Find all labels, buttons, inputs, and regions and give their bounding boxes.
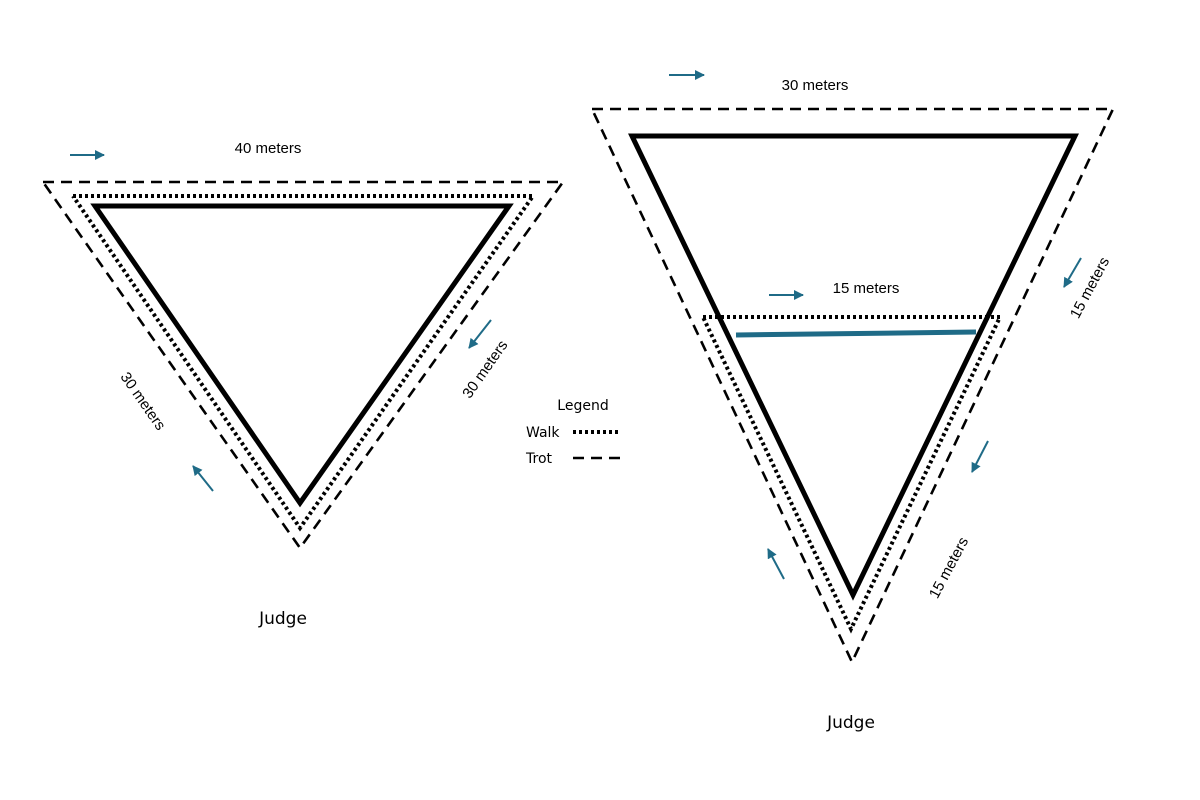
left-side-dimension-label: 30 meters	[117, 369, 169, 433]
left-walk-path	[71, 194, 537, 532]
right-middle-dimension-label: 15 meters	[833, 280, 900, 297]
right-arena: 30 meters 15 meters 15 meters 15 meters …	[590, 70, 1116, 733]
right-judge-label: Judge	[826, 713, 875, 733]
left-trot-path	[41, 180, 566, 551]
legend-walk-label: Walk	[526, 425, 560, 441]
left-top-dimension-label: 40 meters	[235, 140, 302, 157]
right-arrow-lower-right	[971, 440, 989, 473]
right-lower-side-dimension-label: 15 meters	[926, 534, 972, 601]
legend-trot-label: Trot	[525, 451, 553, 467]
legend: Legend Walk Trot	[525, 398, 623, 467]
right-top-dimension-label: 30 meters	[782, 77, 849, 94]
left-arena: 40 meters 30 meters 30 meters Judge	[41, 140, 566, 629]
right-walk-path	[701, 315, 1004, 634]
right-arena-center-line	[735, 329, 977, 338]
right-arrow-upper-right	[1063, 257, 1082, 288]
left-arena-boundary	[90, 203, 514, 508]
legend-title: Legend	[557, 398, 608, 414]
right-arena-boundary	[628, 133, 1079, 601]
right-side-dimension-label: 30 meters	[459, 337, 511, 401]
right-upper-side-dimension-label: 15 meters	[1067, 254, 1113, 321]
left-judge-label: Judge	[258, 609, 307, 629]
right-arrow-lower-left	[767, 548, 785, 580]
left-arrow-left-side	[192, 465, 214, 492]
left-arrow-right-side	[468, 319, 492, 349]
right-trot-path	[590, 107, 1116, 666]
